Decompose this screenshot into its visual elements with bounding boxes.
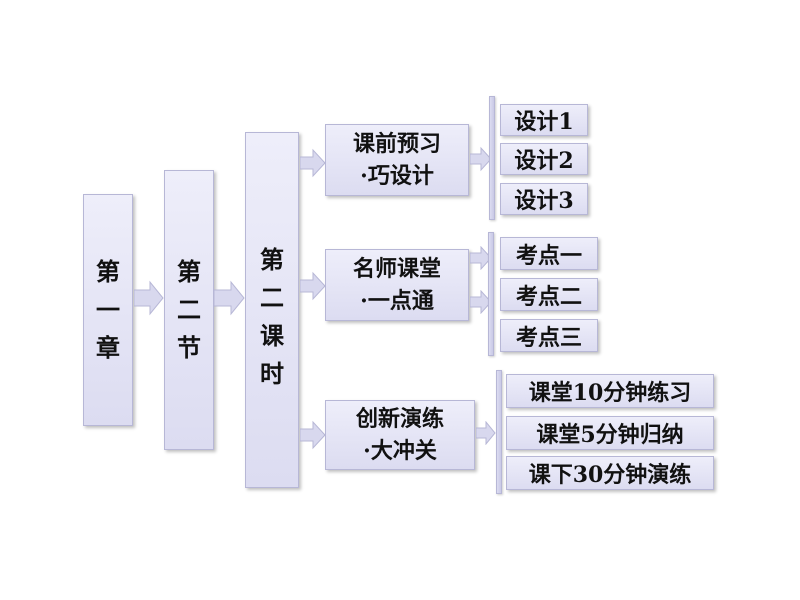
item-label: 课堂5分钟归纳 — [536, 422, 684, 448]
bracket-group-2 — [488, 232, 494, 356]
bracket-group-1 — [489, 96, 495, 220]
group-line: 课前预习 — [352, 131, 441, 157]
item-label: 课下30分钟演练 — [528, 462, 692, 488]
group-box-preview: 课前预习 ·巧设计 — [325, 124, 469, 196]
section-char: 二 — [177, 295, 201, 324]
arrow-group-1-to-items — [470, 146, 492, 172]
group-line: ·一点通 — [360, 288, 434, 314]
arrow-section-to-lesson — [214, 280, 245, 316]
group-line: 创新演练 — [355, 406, 444, 432]
arrow-group-2-to-items — [470, 246, 492, 270]
group-line: 名师课堂 — [352, 256, 441, 282]
item-box: 设计2 — [500, 143, 588, 175]
item-label: 设计1 — [514, 109, 574, 135]
item-box: 课堂5分钟归纳 — [506, 416, 714, 450]
section-char: 第 — [177, 257, 201, 286]
item-box: 设计1 — [500, 104, 588, 136]
item-box: 课下30分钟演练 — [506, 456, 714, 490]
lesson-char: 第 — [260, 245, 284, 274]
arrow-lesson-to-group-1 — [300, 148, 326, 178]
item-box: 考点一 — [500, 237, 598, 270]
chapter-char: 第 — [96, 257, 120, 286]
arrow-lesson-to-group-3 — [300, 420, 326, 450]
bracket-group-3 — [496, 370, 502, 494]
item-label: 考点二 — [515, 283, 582, 310]
group-line: ·大冲关 — [363, 438, 437, 464]
item-label: 考点一 — [515, 242, 582, 269]
section-box: 第 二 节 — [164, 170, 214, 450]
lesson-char: 二 — [260, 283, 284, 312]
item-label: 课堂10分钟练习 — [528, 380, 692, 406]
lesson-char: 时 — [260, 359, 284, 388]
arrow-chapter-to-section — [134, 280, 164, 316]
chapter-char: 章 — [96, 333, 120, 362]
group-box-classroom: 名师课堂 ·一点通 — [325, 249, 469, 321]
item-label: 考点三 — [515, 324, 582, 351]
arrow-group-3-to-items — [476, 421, 496, 445]
item-label: 设计3 — [514, 188, 574, 214]
item-box: 考点二 — [500, 278, 598, 311]
item-label: 设计2 — [514, 148, 574, 174]
chapter-char: 一 — [96, 295, 120, 324]
lesson-box: 第 二 课 时 — [245, 132, 299, 488]
item-box: 考点三 — [500, 319, 598, 352]
item-box: 课堂10分钟练习 — [506, 374, 714, 408]
section-char: 节 — [177, 333, 201, 362]
arrow-lesson-to-group-2 — [300, 271, 326, 301]
group-line: ·巧设计 — [360, 163, 434, 189]
group-box-practice: 创新演练 ·大冲关 — [325, 400, 475, 470]
arrow-group-2-to-items — [470, 290, 492, 314]
item-box: 设计3 — [500, 183, 588, 215]
chapter-box: 第 一 章 — [83, 194, 133, 426]
lesson-char: 课 — [260, 321, 284, 350]
